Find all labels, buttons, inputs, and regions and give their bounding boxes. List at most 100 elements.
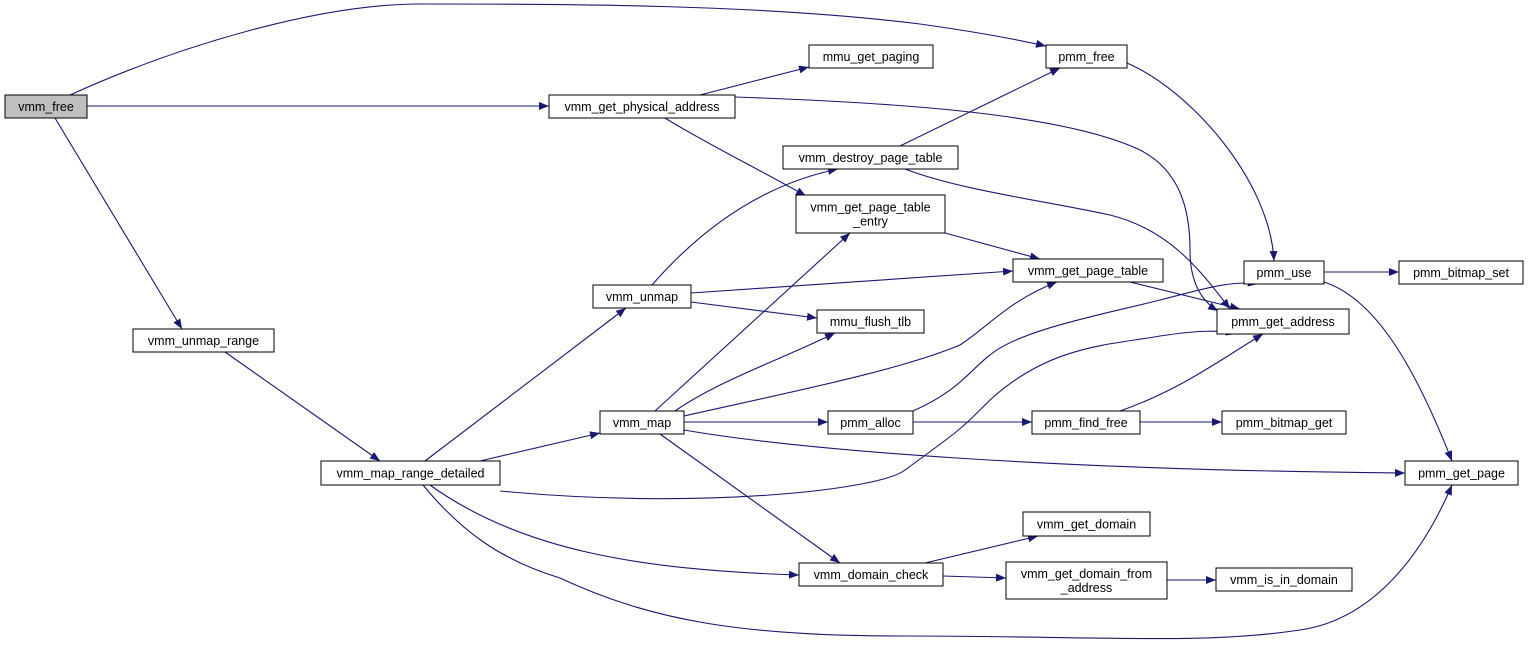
node-vmm-map-range-detailed[interactable]: vmm_map_range_detailed	[320, 460, 501, 486]
edge-vmm_map-to-vmm_get_page_table_entry	[654, 232, 851, 412]
edge-vmm_map_range_detailed-to-vmm_domain_check	[429, 484, 800, 579]
node-box[interactable]	[548, 94, 736, 119]
node-mmu-flush-tlb[interactable]: mmu_flush_tlb	[816, 309, 925, 334]
edge-line	[1119, 333, 1264, 412]
edge-line	[1323, 281, 1453, 462]
node-box[interactable]	[1404, 460, 1519, 486]
edge-line	[944, 232, 1041, 261]
edge-vmm_domain_check-to-vmm_get_domain	[924, 534, 1039, 564]
edge-vmm_unmap_range-to-vmm_map_range_detailed	[224, 351, 381, 462]
node-label: vmm_unmap	[606, 290, 678, 304]
edge-vmm_map-to-pmm_get_page	[683, 429, 1406, 477]
node-label: mmu_flush_tlb	[830, 315, 911, 329]
edge-vmm_get_page_table_entry-to-vmm_get_page_table	[944, 232, 1041, 261]
edge-line	[651, 167, 839, 286]
node-vmm-domain-check[interactable]: vmm_domain_check	[798, 562, 944, 587]
edge-vmm_map_range_detailed-to-pmm_get_page	[422, 484, 1453, 640]
node-vmm-unmap-range[interactable]: vmm_unmap_range	[132, 328, 275, 353]
node-box[interactable]	[798, 562, 944, 587]
node-label: vmm_free	[18, 100, 74, 114]
node-vmm-free[interactable]: vmm_free	[4, 94, 88, 119]
node-box[interactable]	[816, 309, 925, 334]
node-label: pmm_get_address	[1231, 315, 1335, 329]
edge-vmm_map_range_detailed-to-vmm_unmap	[424, 307, 627, 462]
node-box[interactable]	[1022, 511, 1151, 537]
node-box[interactable]	[782, 145, 959, 170]
edge-vmm_unmap-to-vmm_destroy_page_table	[651, 167, 839, 286]
node-vmm-map[interactable]: vmm_map	[599, 410, 685, 435]
node-label: pmm_bitmap_get	[1236, 416, 1333, 430]
node-pmm-get-address[interactable]: pmm_get_address	[1216, 308, 1350, 335]
node-box[interactable]	[795, 194, 946, 234]
node-pmm-find-free[interactable]: pmm_find_free	[1031, 410, 1141, 435]
node-box[interactable]	[808, 44, 934, 69]
edge-line	[899, 67, 1061, 147]
node-box[interactable]	[1398, 260, 1524, 285]
node-mmu-get-paging[interactable]: mmu_get_paging	[808, 44, 934, 69]
node-pmm-bitmap-set[interactable]: pmm_bitmap_set	[1398, 260, 1524, 285]
node-label: pmm_find_free	[1044, 416, 1127, 430]
edge-vmm_map-to-vmm_domain_check	[659, 433, 841, 564]
node-label: pmm_bitmap_set	[1413, 266, 1509, 280]
edge-line	[924, 534, 1039, 564]
node-label: vmm_is_in_domain	[1230, 573, 1338, 587]
node-box[interactable]	[1005, 561, 1168, 600]
edge-vmm_destroy_page_table-to-pmm_get_address	[904, 168, 1231, 310]
node-pmm-get-page[interactable]: pmm_get_page	[1404, 460, 1519, 486]
node-box[interactable]	[592, 284, 692, 309]
node-vmm-get-domain[interactable]: vmm_get_domain	[1022, 511, 1151, 537]
edge-vmm_get_physical_address-to-vmm_get_page_table_entry	[664, 117, 807, 197]
edge-line	[734, 96, 1219, 312]
node-vmm-get-physical-address[interactable]: vmm_get_physical_address	[548, 94, 736, 119]
edge-vmm_map-to-mmu_flush_tlb	[674, 332, 836, 412]
node-pmm-free[interactable]: pmm_free	[1045, 44, 1128, 69]
node-box[interactable]	[320, 460, 501, 486]
edge-line	[699, 65, 810, 96]
node-box[interactable]	[1221, 410, 1347, 435]
node-pmm-bitmap-get[interactable]: pmm_bitmap_get	[1221, 410, 1347, 435]
node-box[interactable]	[1216, 308, 1350, 335]
node-box[interactable]	[1215, 567, 1353, 592]
edge-vmm_domain_check-to-vmm_get_domain_from_address	[942, 573, 1007, 582]
node-vmm-get-page-table[interactable]: vmm_get_page_table	[1012, 258, 1164, 283]
node-box[interactable]	[4, 94, 88, 119]
edge-pmm_use-to-pmm_get_page	[1323, 281, 1453, 462]
edge-line	[69, 3, 1047, 96]
node-box[interactable]	[1243, 260, 1325, 285]
node-box[interactable]	[132, 328, 275, 353]
edge-line	[690, 267, 1014, 294]
node-vmm-get-page-table-entry[interactable]: vmm_get_page_table_entry	[795, 194, 946, 234]
node-label: vmm_destroy_page_table	[799, 151, 943, 165]
node-label: pmm_free	[1058, 50, 1114, 64]
node-pmm-alloc[interactable]: pmm_alloc	[827, 410, 914, 435]
edge-line	[224, 351, 381, 462]
edge-line	[664, 117, 807, 197]
node-label: vmm_get_page_table	[810, 201, 930, 215]
edge-line	[912, 278, 1259, 412]
node-box[interactable]	[827, 410, 914, 435]
edge-vmm_get_physical_address-to-pmm_get_address	[734, 96, 1219, 312]
edge-line	[654, 232, 851, 412]
node-vmm-unmap[interactable]: vmm_unmap	[592, 284, 692, 309]
node-box[interactable]	[1012, 258, 1164, 283]
edge-pmm_free-to-pmm_use	[1126, 62, 1278, 262]
edge-pmm_find_free-to-pmm_get_address	[1119, 333, 1264, 412]
node-box[interactable]	[599, 410, 685, 435]
node-label: pmm_get_page	[1418, 467, 1505, 481]
node-vmm-get-domain-from-address[interactable]: vmm_get_domain_from_address	[1005, 561, 1168, 600]
edge-line	[54, 117, 183, 330]
edge-vmm_map-to-vmm_get_page_table	[683, 281, 1058, 417]
node-vmm-destroy-page-table[interactable]: vmm_destroy_page_table	[782, 145, 959, 170]
edge-line	[690, 301, 818, 321]
node-label: pmm_use	[1257, 266, 1312, 280]
node-vmm-is-in-domain[interactable]: vmm_is_in_domain	[1215, 567, 1353, 592]
edge-line	[429, 484, 800, 579]
edge-vmm_free-to-pmm_free	[69, 3, 1047, 96]
node-label: vmm_get_domain	[1037, 518, 1136, 532]
node-box[interactable]	[1031, 410, 1141, 435]
edge-line	[659, 433, 841, 564]
node-box[interactable]	[1045, 44, 1128, 69]
node-label: mmu_get_paging	[823, 50, 920, 64]
node-pmm-use[interactable]: pmm_use	[1243, 260, 1325, 285]
